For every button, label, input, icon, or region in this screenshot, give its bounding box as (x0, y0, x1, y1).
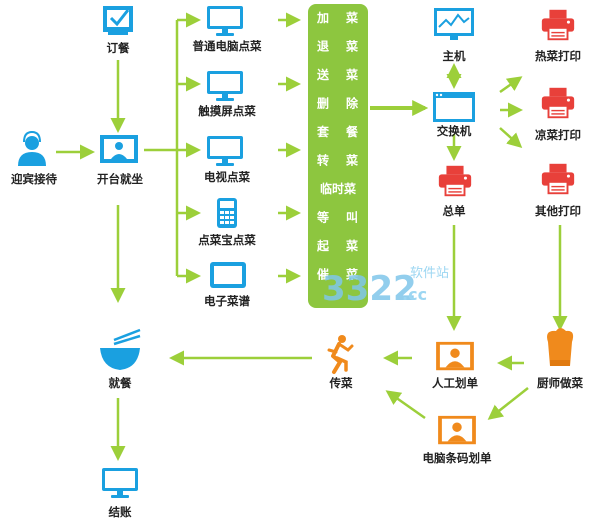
node-chef: 厨师做菜 (537, 328, 583, 390)
node-e-menu: 电子菜谱 (204, 262, 250, 308)
node-hot-print: 热菜打印 (535, 8, 581, 63)
node-touch-order: 触摸屏点菜 (197, 71, 256, 118)
arrow-barcode-serve (385, 390, 426, 420)
operation-item: 加 (316, 10, 329, 25)
operation-item: 菜 (345, 39, 358, 54)
node-checkout: 结账 (102, 468, 138, 519)
checkbox-monitor-icon (103, 6, 133, 35)
operation-item: 菜 (345, 238, 358, 253)
operation-item: 套 (316, 124, 330, 139)
barcode-mark-label: 电脑条码划单 (423, 451, 492, 465)
monitor-user-icon (100, 135, 138, 163)
monitor-person-icon (438, 415, 476, 445)
operation-item: 菜 (345, 67, 358, 82)
operation-item: 餐 (346, 124, 359, 139)
person-headset-icon (18, 130, 46, 166)
operation-item: 删 (317, 96, 329, 111)
node-summary: 总单 (437, 164, 473, 218)
printer-icon (540, 8, 576, 41)
chef-hat-icon (547, 328, 574, 366)
reception-label: 迎宾接待 (11, 172, 57, 186)
watermark-site: 软件站 (410, 266, 449, 281)
node-seating: 开台就坐 (97, 135, 143, 186)
connector-arrows (56, 12, 568, 461)
runner-icon (327, 335, 354, 374)
operation-item: 起 (316, 238, 330, 253)
monitor-icon (207, 6, 243, 36)
window-icon (433, 92, 475, 122)
operation-item: 叫 (346, 210, 358, 225)
node-switch: 交换机 (433, 92, 475, 138)
host-label: 主机 (443, 49, 466, 63)
monitor-chart-icon (434, 8, 474, 40)
node-host: 主机 (434, 8, 474, 63)
watermark-number: 3322 (322, 269, 417, 309)
checkout-label: 结账 (108, 505, 132, 519)
printer-icon (540, 162, 576, 195)
monitor-icon (207, 136, 243, 166)
node-order: 订餐 (103, 6, 133, 55)
operation-item: 送 (316, 67, 330, 82)
arrow-switch-hot (499, 76, 523, 94)
manual-mark-label: 人工划单 (432, 376, 478, 390)
summary-label: 总单 (443, 204, 466, 218)
tablet-icon (210, 262, 246, 288)
switch-label: 交换机 (437, 124, 472, 138)
operation-item: 菜 (345, 10, 358, 25)
chef-label: 厨师做菜 (537, 376, 583, 390)
printer-icon (540, 86, 576, 119)
serve-label: 传菜 (329, 376, 353, 390)
node-tv-order: 电视点菜 (204, 136, 250, 184)
node-pda-order: 点菜宝点菜 (198, 198, 256, 247)
calculator-icon (217, 198, 237, 228)
printer-icon (437, 164, 473, 197)
hot-print-label: 热菜打印 (535, 49, 581, 63)
arrow-switch-other (499, 127, 523, 149)
node-serve: 传菜 (327, 335, 354, 390)
tv-order-label: 电视点菜 (204, 170, 250, 184)
watermark: 3322 .cc 软件站 (322, 266, 449, 309)
watermark-suffix: .cc (402, 285, 427, 304)
order-label: 订餐 (107, 41, 130, 55)
node-manual-mark: 人工划单 (432, 341, 478, 390)
operation-item: 催 (317, 267, 329, 282)
operation-item: 菜 (345, 267, 358, 282)
monitor-icon (207, 71, 243, 101)
touch-order-label: 触摸屏点菜 (197, 104, 256, 118)
operations-panel: 加菜退菜送菜删除套餐转菜临时菜等叫起菜催菜 (308, 4, 368, 308)
other-print-label: 其他打印 (535, 204, 581, 218)
node-dining: 就餐 (100, 328, 141, 390)
operation-item: 临时菜 (320, 181, 356, 196)
operation-item: 除 (346, 96, 359, 111)
pda-order-label: 点菜宝点菜 (198, 233, 256, 247)
node-pc-order: 普通电脑点菜 (193, 6, 262, 53)
arrow-chef-barcode (487, 387, 529, 420)
dining-label: 就餐 (109, 376, 132, 390)
pc-order-label: 普通电脑点菜 (193, 39, 262, 53)
bowl-chopsticks-icon (100, 328, 141, 370)
operation-item: 菜 (345, 153, 358, 168)
monitor-person-icon (436, 341, 474, 371)
node-reception: 迎宾接待 (11, 130, 57, 186)
cold-print-label: 凉菜打印 (535, 128, 581, 142)
node-cold-print: 凉菜打印 (535, 86, 581, 142)
node-barcode-mark: 电脑条码划单 (423, 415, 492, 465)
operation-item: 等 (316, 210, 329, 225)
operations-list: 加菜退菜送菜删除套餐转菜临时菜等叫起菜催菜 (316, 10, 359, 282)
monitor-icon (102, 468, 138, 498)
operation-item: 转 (317, 153, 329, 168)
e-menu-label: 电子菜谱 (204, 294, 250, 308)
seating-label: 开台就坐 (97, 172, 143, 186)
operations-panel-bg (308, 4, 368, 308)
operation-item: 退 (317, 40, 329, 54)
node-other-print: 其他打印 (535, 162, 581, 218)
